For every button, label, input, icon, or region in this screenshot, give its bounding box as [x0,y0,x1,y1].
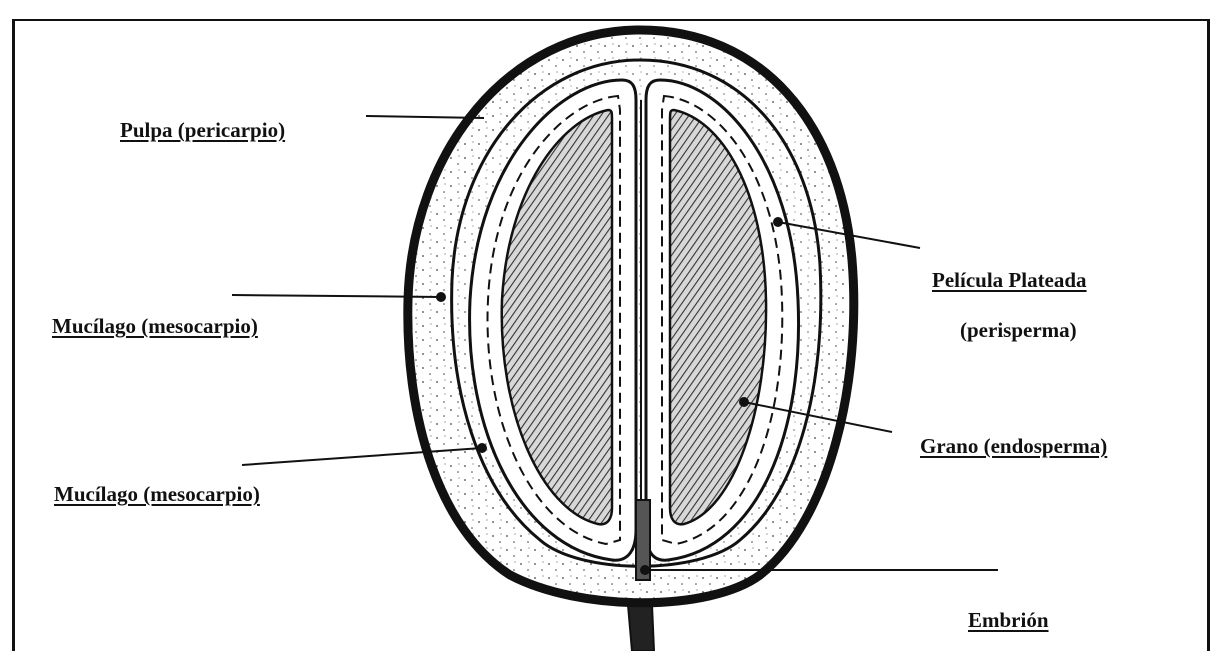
label-pulpa: Pulpa (pericarpio) [120,120,285,141]
label-perisperma: (perisperma) [960,320,1077,341]
label-mucilago-1: Mucílago (mesocarpio) [52,316,258,337]
stem [628,605,654,651]
label-grano: Grano (endosperma) [920,436,1107,457]
label-pelicula: Película Plateada [932,270,1087,291]
label-embrion: Embrión [968,610,1049,631]
label-mucilago-2: Mucílago (mesocarpio) [54,484,260,505]
